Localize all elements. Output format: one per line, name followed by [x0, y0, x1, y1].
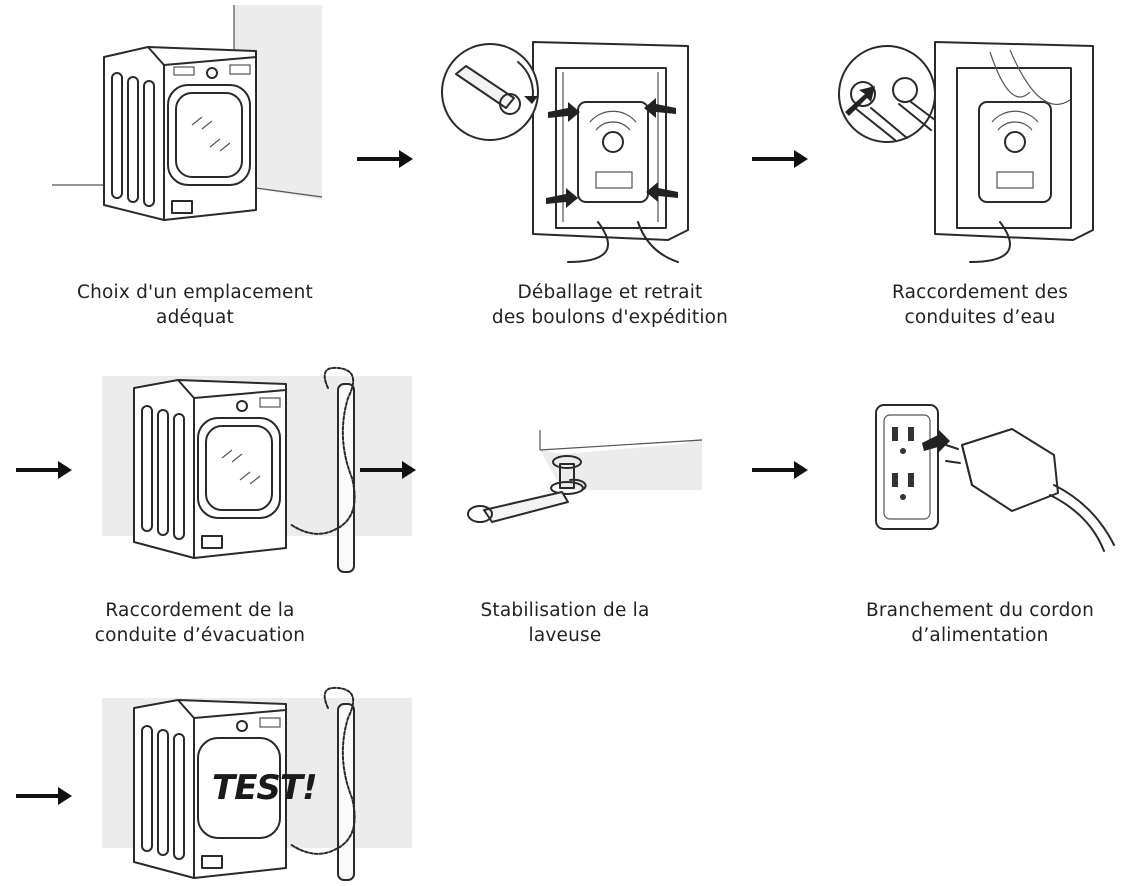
step-5-leveling-illustration	[462, 410, 703, 530]
caption-line: conduites d’eau	[904, 307, 1056, 328]
power-plug-icon	[875, 404, 1115, 552]
caption-line: conduite d’évacuation	[94, 625, 306, 646]
step-1-washer-in-corner-illustration	[52, 5, 332, 230]
caption-line: Stabilisation de la	[480, 600, 650, 621]
caption-line: adéquat	[156, 307, 234, 328]
right-arrow-icon	[752, 150, 808, 168]
step-1-caption: Choix d'un emplacement adéquat	[40, 280, 350, 330]
water-hose-icon	[838, 41, 1094, 263]
caption-line: des boulons d'expédition	[491, 307, 729, 328]
step-5-caption: Stabilisation de la laveuse	[440, 598, 690, 648]
caption-line: Choix d'un emplacement	[76, 282, 314, 303]
step-2-caption: Déballage et retrait des boulons d'expéd…	[450, 280, 770, 330]
caption-line: Branchement du cordon	[865, 600, 1094, 621]
test-washer-icon	[102, 686, 412, 881]
caption-line: Raccordement des	[891, 282, 1069, 303]
step-2-shipping-bolts-illustration	[438, 12, 693, 267]
test-label: TEST!	[212, 768, 318, 808]
right-arrow-icon	[16, 461, 72, 479]
drain-hose-icon	[102, 366, 412, 573]
right-arrow-icon	[360, 461, 416, 479]
wrench-icon	[441, 41, 689, 263]
right-arrow-icon	[752, 461, 808, 479]
caption-line: d’alimentation	[911, 625, 1049, 646]
step-6-caption: Branchement du cordon d’alimentation	[835, 598, 1125, 648]
washer-icon	[52, 5, 323, 221]
step-3-caption: Raccordement des conduites d’eau	[830, 280, 1129, 330]
step-3-water-lines-illustration	[835, 12, 1100, 267]
step-7-test-run-illustration: TEST!	[102, 680, 412, 882]
step-4-drain-hose-illustration	[102, 358, 412, 583]
caption-line: Déballage et retrait	[517, 282, 703, 303]
right-arrow-icon	[357, 150, 413, 168]
caption-line: Raccordement de la	[105, 600, 295, 621]
leveling-wrench-icon	[467, 430, 703, 523]
caption-line: laveuse	[528, 625, 602, 646]
step-6-power-plug-illustration	[862, 385, 1127, 555]
right-arrow-icon	[16, 787, 72, 805]
step-4-caption: Raccordement de la conduite d’évacuation	[50, 598, 350, 648]
